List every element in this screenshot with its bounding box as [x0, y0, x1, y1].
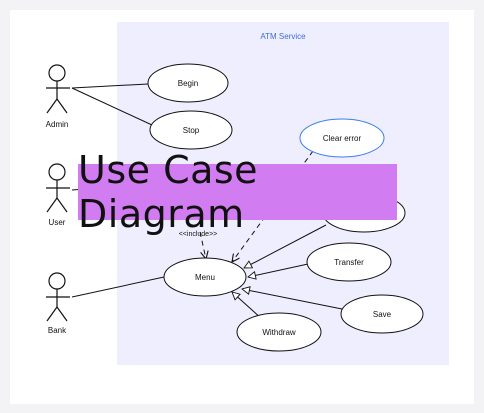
usecase-menu[interactable] — [163, 257, 247, 297]
actor-bank-label: Bank — [48, 326, 67, 335]
generalization-withdraw-menu — [232, 292, 263, 320]
usecase-save-label: Save — [373, 310, 392, 319]
system-title: ATM Service — [260, 32, 306, 41]
actor-admin[interactable] — [46, 64, 70, 114]
include-arrow — [199, 231, 206, 259]
title-banner: Use Case Diagram — [78, 148, 397, 236]
usecase-stop[interactable] — [149, 110, 233, 150]
usecase-save[interactable] — [340, 294, 424, 334]
usecase-begin-label: Begin — [178, 79, 198, 88]
usecase-withdraw[interactable] — [236, 312, 322, 352]
usecase-withdraw-label: Withdraw — [262, 328, 296, 337]
usecase-transfer-label: Transfer — [334, 258, 364, 267]
usecase-stop-label: Stop — [183, 126, 200, 135]
generalization-hidden-menu — [244, 224, 327, 268]
assoc-bank-menu — [71, 276, 165, 298]
assoc-admin-stop — [71, 87, 153, 126]
banner-text: Use Case Diagram — [78, 148, 259, 236]
actor-admin-label: Admin — [46, 120, 69, 129]
usecase-begin[interactable] — [147, 63, 229, 103]
generalization-transfer-menu — [248, 263, 309, 277]
include-label: <<include>> — [179, 231, 218, 238]
generalization-save-menu — [242, 289, 343, 310]
actor-user-label: User — [49, 218, 66, 227]
assoc-admin-begin — [71, 83, 149, 89]
usecase-clear-error-label: Clear error — [323, 134, 362, 143]
actor-user[interactable] — [46, 163, 70, 213]
usecase-transfer[interactable] — [306, 242, 392, 282]
usecase-menu-label: Menu — [195, 273, 215, 282]
actor-bank[interactable] — [46, 272, 70, 322]
usecase-clear-error[interactable] — [299, 118, 385, 158]
